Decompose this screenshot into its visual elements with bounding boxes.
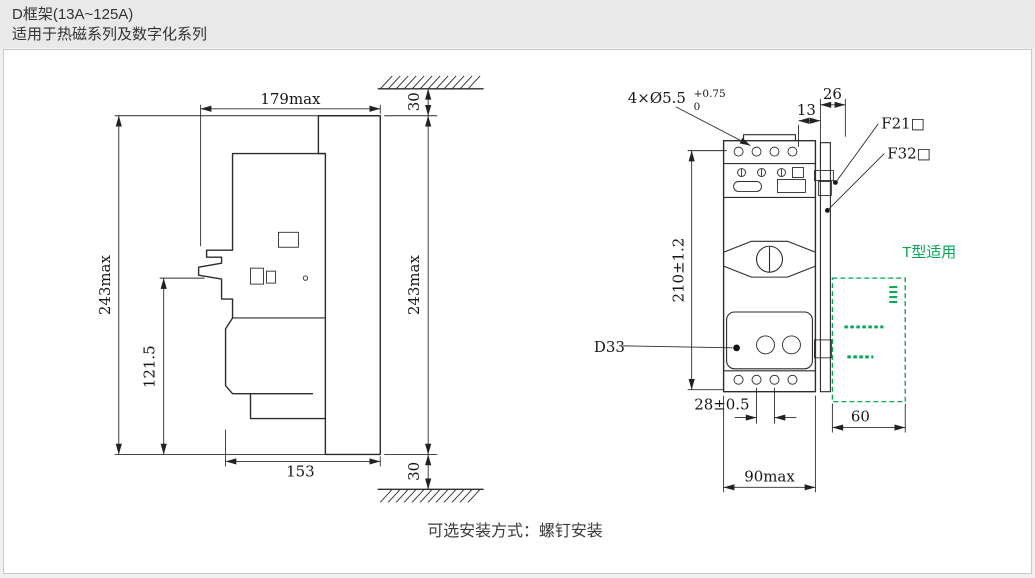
t-type-overlay: T型适用 — [831, 244, 956, 403]
accessory-rail — [813, 142, 838, 393]
hole-spec-label: 4×Ø5.5 — [628, 89, 686, 107]
hole-spec-tol-upper: +0.75 — [694, 88, 726, 100]
dim-121-5-group: 121.5 — [141, 277, 205, 455]
dim-13-group: 13 — [797, 101, 821, 147]
rotary-handle — [723, 240, 816, 278]
hole-spec-callout: 4×Ø5.5 +0.75 0 — [628, 88, 751, 147]
d33-point — [733, 344, 740, 352]
drawing-subtitle: 适用于热磁系列及数字化系列 — [12, 26, 208, 43]
t-type-dashed-box — [831, 277, 906, 403]
dim-right-column-group: 30 243max 30 — [384, 88, 438, 490]
side-view: 179max 243max 121.5 153 — [96, 75, 484, 503]
dim-153: 153 — [286, 462, 315, 480]
lower-terminal-block — [726, 311, 813, 370]
drawing-title: D框架(13A~125A) — [12, 6, 134, 23]
drawing-panel: 179max 243max 121.5 153 — [3, 49, 1032, 574]
dim-28: 28±0.5 — [694, 396, 749, 414]
dim-60-group: 60 — [831, 403, 906, 433]
dim-179max: 179max — [260, 90, 321, 108]
dim-153-group: 153 — [225, 429, 381, 480]
bottom-wall-hatch — [377, 488, 484, 503]
label-d33: D33 — [594, 338, 625, 356]
dim-210: 210±1.2 — [670, 238, 688, 303]
hole-spec-tol-lower: 0 — [694, 101, 701, 113]
mounting-caption: 可选安装方式：螺钉安装 — [427, 522, 603, 540]
handle-window — [278, 231, 299, 248]
dim-179max-group: 179max — [200, 90, 381, 247]
dim-90max: 90max — [744, 467, 795, 485]
label-f21: F21□ — [881, 115, 925, 133]
terminal-screws-top — [737, 167, 804, 178]
dim-121-5: 121.5 — [141, 345, 159, 388]
dim-26: 26 — [823, 85, 842, 103]
dim-26-group: 26 — [819, 85, 846, 164]
dim-13: 13 — [797, 101, 816, 119]
mounting-holes-top — [733, 146, 798, 157]
d33-callout: D33 — [594, 338, 733, 356]
accessory-callouts: F21□ F32□ — [828, 115, 931, 210]
rotary-handle-knob — [755, 245, 784, 273]
top-wall-hatch — [377, 75, 484, 90]
dim-243max-right: 243max — [405, 255, 423, 316]
dim-243max-left: 243max — [96, 255, 114, 316]
label-windows — [733, 179, 806, 193]
label-f32: F32□ — [887, 145, 931, 163]
breaker-side-profile — [197, 115, 381, 456]
dim-210-group: 210±1.2 — [670, 150, 727, 391]
label-t-type: T型适用 — [902, 244, 956, 261]
technical-drawing: 179max 243max 121.5 153 — [96, 75, 956, 540]
drawing-header: D框架(13A~125A) 适用于热磁系列及数字化系列 — [0, 0, 1035, 48]
dim-60: 60 — [851, 408, 870, 426]
dim-90max-group: 90max — [723, 395, 816, 493]
dim-243max-left-group: 243max — [96, 115, 331, 455]
mounting-holes-bottom — [733, 374, 798, 385]
dim-30-top: 30 — [405, 92, 423, 111]
dim-28-group: 28±0.5 — [694, 387, 797, 424]
dim-30-bottom: 30 — [405, 462, 423, 481]
front-view: 4×Ø5.5 +0.75 0 13 26 F21□ — [594, 85, 956, 493]
